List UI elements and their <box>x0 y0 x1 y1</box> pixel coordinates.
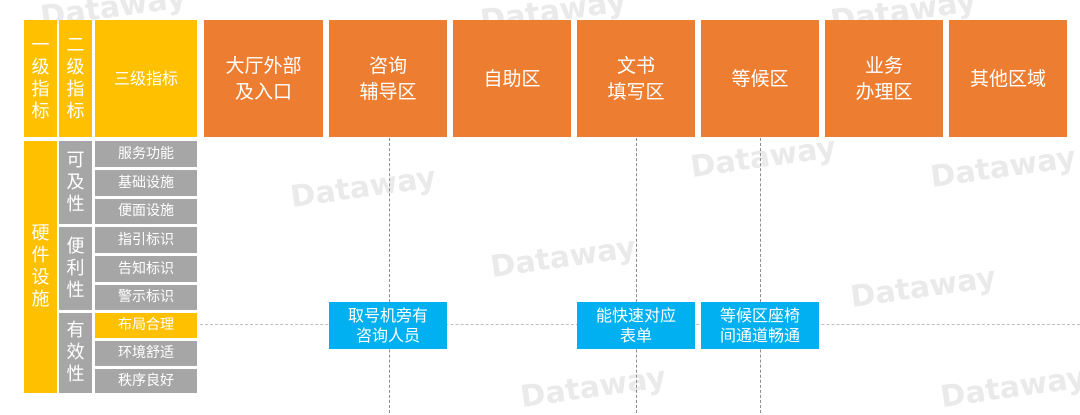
level2-convenience: 便 利 性 <box>59 227 92 310</box>
zone-header-business: 业务 办理区 <box>825 20 943 137</box>
zone-header-waiting: 等候区 <box>701 20 819 137</box>
watermark: Dataway <box>848 259 999 316</box>
level1-hardware: 硬 件 设 施 <box>24 141 57 393</box>
zone-header-other: 其他区域 <box>949 20 1067 137</box>
watermark: Dataway <box>488 229 639 286</box>
guide-line <box>760 138 761 413</box>
level2-effectiveness: 有 效 性 <box>59 313 92 393</box>
level3-item: 警示标识 <box>95 285 197 310</box>
level3-item: 指引标识 <box>95 227 197 253</box>
level3-item: 基础设施 <box>95 170 197 196</box>
level3-item: 环境舒适 <box>95 341 197 366</box>
note-form-matching: 能快速对应 表单 <box>577 302 695 349</box>
level3-item: 服务功能 <box>95 141 197 167</box>
watermark: Dataway <box>928 139 1079 196</box>
level2-accessibility: 可 及 性 <box>59 141 92 224</box>
zone-header-form-filling: 文书 填写区 <box>577 20 695 137</box>
note-consulting-staff: 取号机旁有 咨询人员 <box>329 302 447 349</box>
level3-item: 秩序良好 <box>95 369 197 393</box>
note-aisle-clear: 等候区座椅 间通道畅通 <box>701 302 819 349</box>
header-level1: 一 级 指 标 <box>24 20 57 137</box>
guide-line <box>389 138 390 413</box>
watermark: Dataway <box>688 129 839 186</box>
zone-header-consulting: 咨询 辅导区 <box>329 20 447 137</box>
header-level2: 二 级 指 标 <box>59 20 92 137</box>
level3-item: 告知标识 <box>95 256 197 282</box>
header-level3: 三级指标 <box>95 20 197 137</box>
zone-header-entrance: 大厅外部 及入口 <box>204 20 323 137</box>
zone-header-self-service: 自助区 <box>453 20 571 137</box>
watermark: Dataway <box>518 359 669 415</box>
level3-item-highlighted: 布局合理 <box>95 313 197 338</box>
watermark: Dataway <box>288 159 439 216</box>
level3-item: 便面设施 <box>95 199 197 224</box>
guide-line <box>636 138 637 413</box>
watermark: Dataway <box>938 359 1080 415</box>
